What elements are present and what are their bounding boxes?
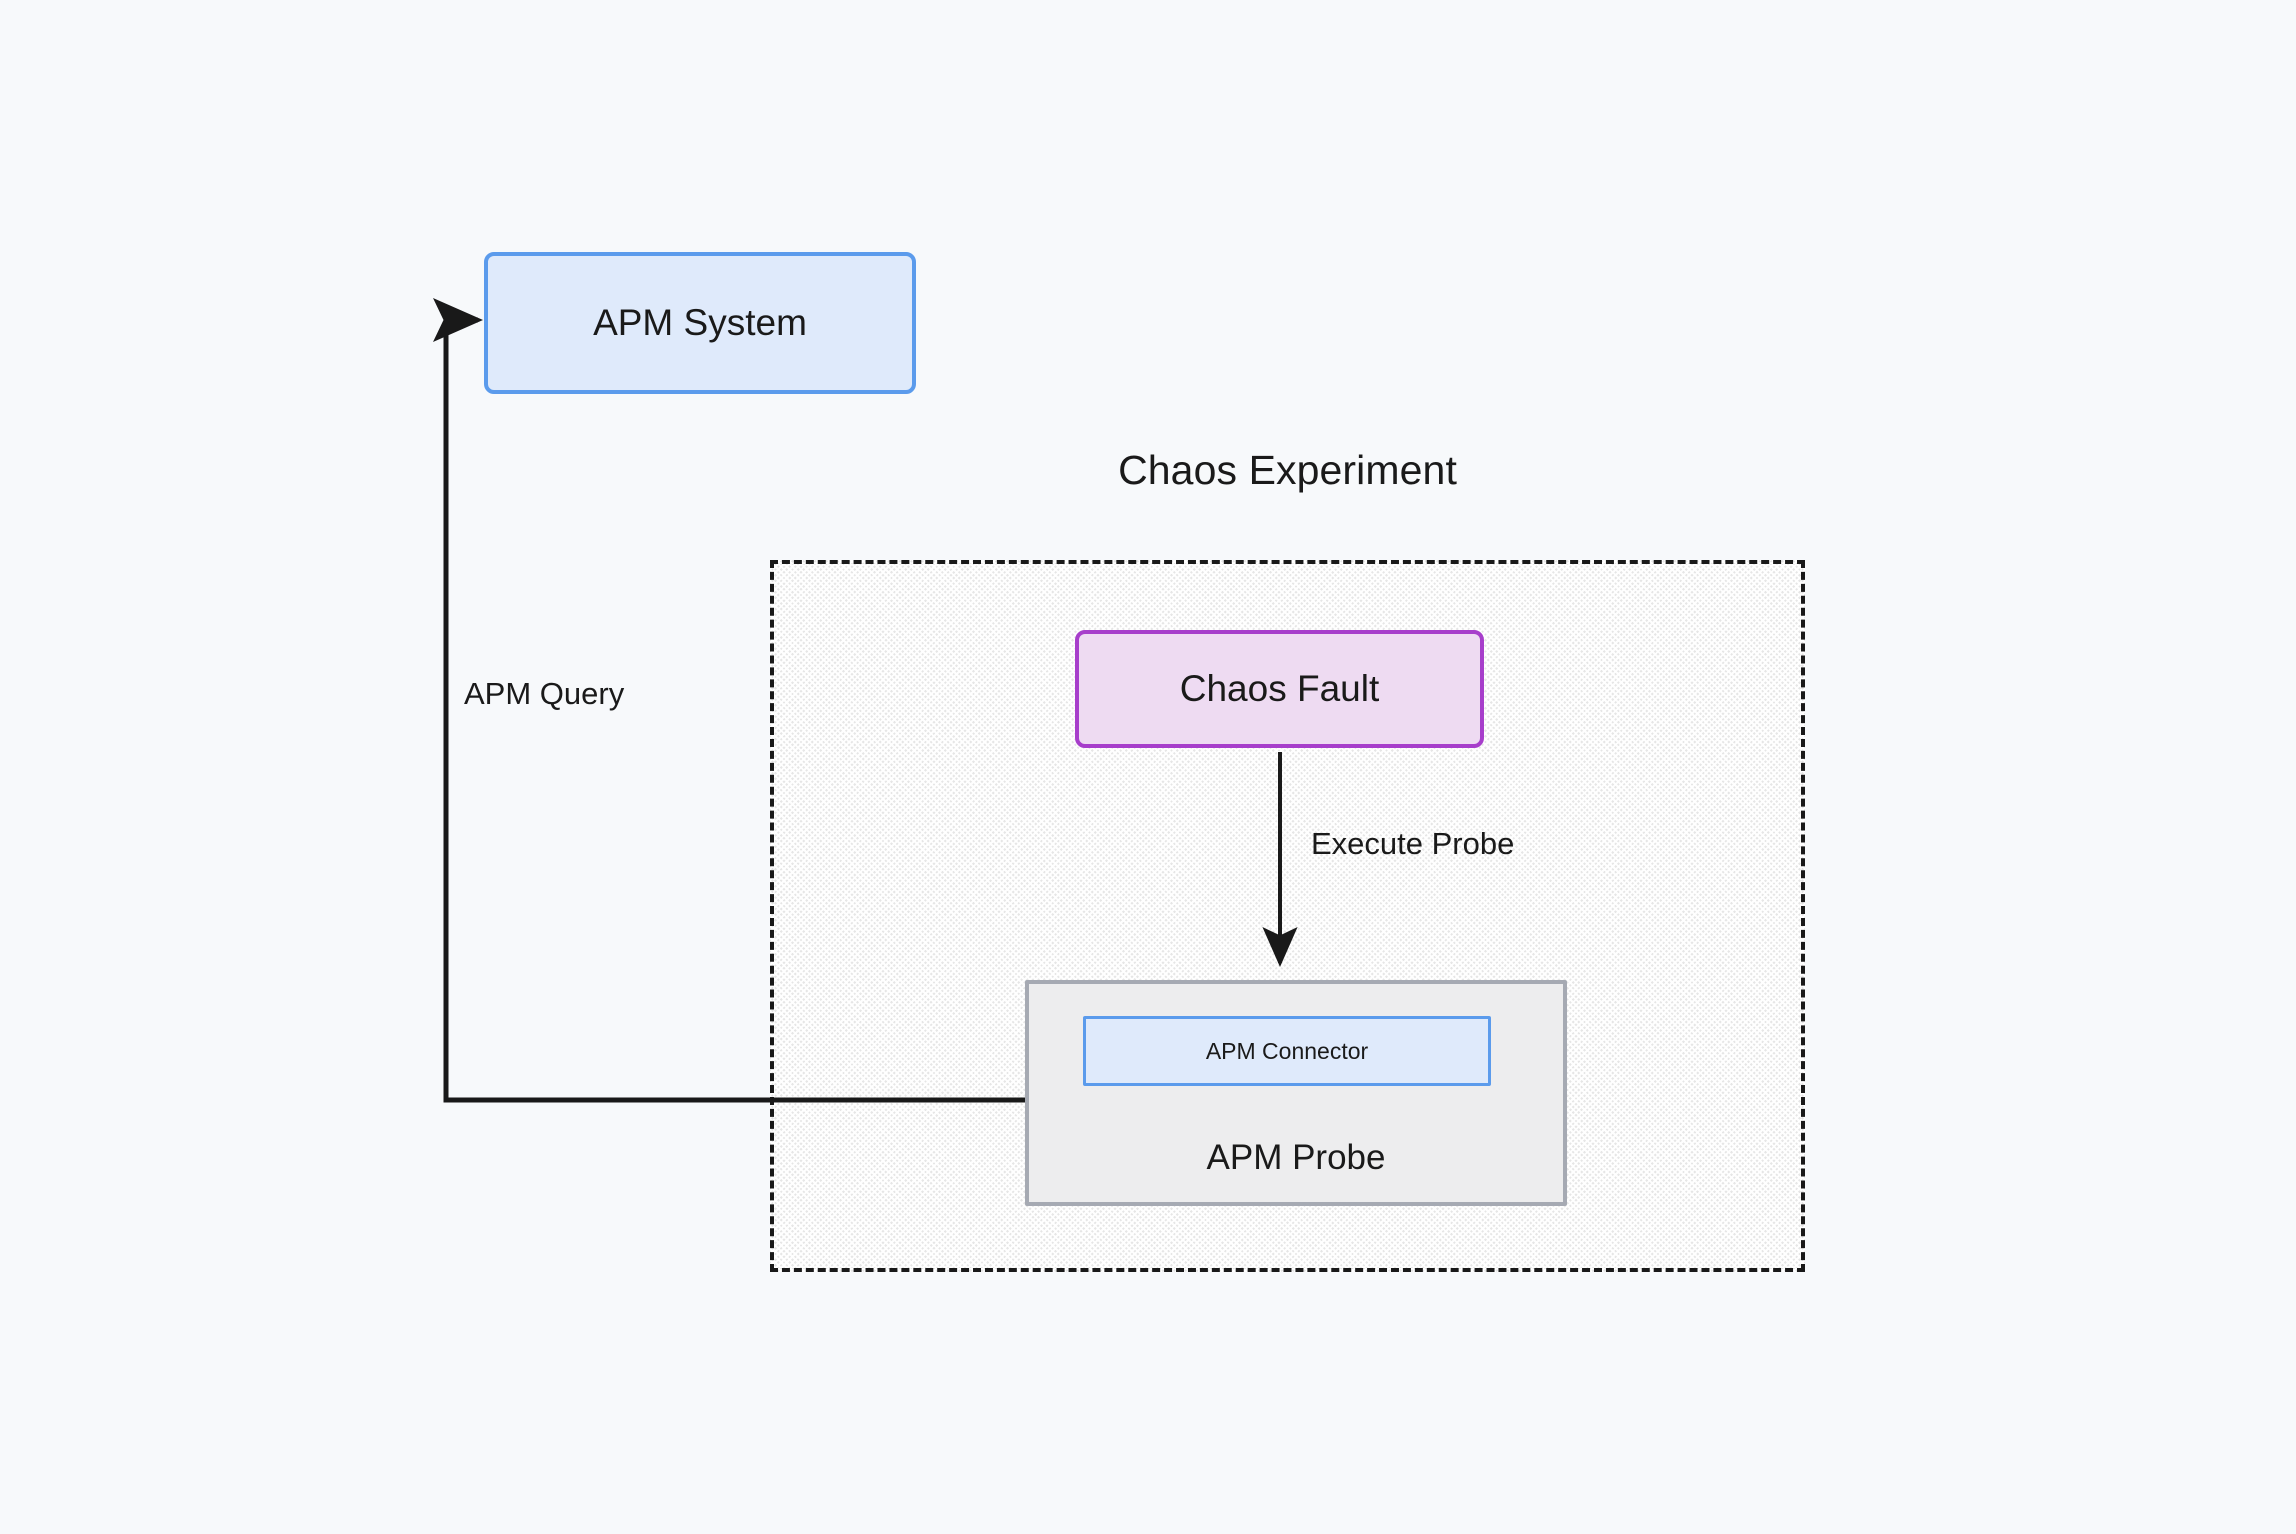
node-apm-connector-label: APM Connector bbox=[1205, 1037, 1369, 1064]
node-apm-probe[interactable]: APM Connector APM Probe bbox=[1025, 980, 1567, 1206]
node-chaos-fault[interactable]: Chaos Fault bbox=[1075, 630, 1484, 748]
edge-label-execute-probe: Execute Probe bbox=[1311, 826, 1515, 861]
node-apm-system[interactable]: APM System bbox=[484, 252, 916, 394]
node-apm-probe-label: APM Probe bbox=[1206, 1138, 1386, 1177]
node-chaos-fault-label: Chaos Fault bbox=[1179, 668, 1380, 709]
chaos-experiment-title: Chaos Experiment bbox=[1118, 447, 1457, 493]
node-apm-system-label: APM System bbox=[593, 302, 807, 343]
edge-label-apm-query: APM Query bbox=[464, 676, 625, 711]
node-apm-connector[interactable]: APM Connector bbox=[1083, 1016, 1491, 1086]
